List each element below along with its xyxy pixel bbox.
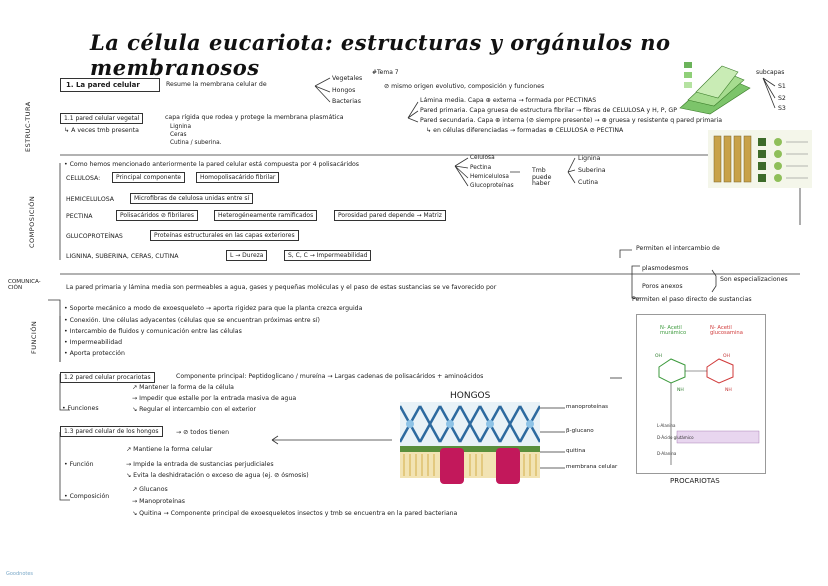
svg-text:L-Alanina: L-Alanina <box>657 423 676 428</box>
svg-text:NH: NH <box>725 387 732 393</box>
s2: S2 <box>778 95 786 102</box>
side-comunicacion: COMUNICA-CIÓN <box>8 279 41 291</box>
plasmodesmos: plasmodesmos <box>642 265 689 272</box>
extra-0: Lignina <box>578 155 601 162</box>
pared-mismo: ⊘ mismo origen evolutivo, composición y … <box>384 83 545 90</box>
hongos-lbl-1: β-glucano <box>566 428 594 434</box>
poli-2: Hemicelulosa <box>470 174 509 180</box>
funcion-item-3: • Impermeabilidad <box>64 339 123 346</box>
especializaciones: Son especializaciones <box>720 276 788 283</box>
funcion-item-1: • Conexión. Une células adyacentes (célu… <box>64 317 320 324</box>
svg-text:OH: OH <box>655 353 662 359</box>
row-hemicelulosa-name: HEMICELULOSA <box>66 196 114 203</box>
pared-group-1: Hongos <box>332 87 356 94</box>
row-gluco-box-0: Proteínas estructurales en las capas ext… <box>150 230 299 241</box>
composicion-intro: • Como hemos mencionado anteriormente la… <box>64 161 360 168</box>
presenta-2: Cutina / suberina. <box>170 140 222 146</box>
row-lignina-box-1: S, C, C → Impermeabilidad <box>284 250 372 261</box>
row-gluco-name: GLUCOPROTEÍNAS <box>66 233 123 240</box>
procariotas-funciones: • Funciones <box>62 405 99 412</box>
extra-1: Suberina <box>578 167 606 174</box>
comunicacion-bottom: Permiten el paso directo de sustancias <box>632 296 752 303</box>
extra-2: Cutina <box>578 179 599 186</box>
comunicacion-text: La pared primaria y lámina media son per… <box>66 284 497 291</box>
hongos-func-2: ↘ Evita la deshidratación o exceso de ag… <box>126 472 309 479</box>
hongos-func-0: ↗ Mantiene la forma celular <box>126 446 213 453</box>
svg-text:OH: OH <box>723 353 730 359</box>
poli-1: Pectina <box>470 165 492 171</box>
footer-brand: Goodnotes <box>6 571 34 577</box>
row-pectina-box-1: Heterogéneamente ramificados <box>214 210 318 221</box>
hongos-comp: • Composición <box>64 493 110 500</box>
row-pectina-box-2: Porosidad pared depende → Matriz <box>334 210 446 221</box>
pared-heading-box <box>60 78 160 92</box>
vegetal-label: 1.1 pared celular vegetal <box>60 113 144 124</box>
row-lignina-box-0: L → Dureza <box>226 250 268 261</box>
pared-primaria: Pared primaria. Capa gruesa de estructur… <box>420 107 677 114</box>
hongos-func-1: → Impide la entrada de sustancias perjud… <box>126 461 274 468</box>
row-celulosa-box-1: Homopolisacárido fibrilar <box>196 172 280 183</box>
s3: S3 <box>778 105 786 112</box>
hongos-funcion: • Función <box>64 461 94 468</box>
side-estructura: ESTRUC-TURA <box>24 101 32 152</box>
vegetal-desc: capa rígida que rodea y protege la membr… <box>165 114 344 121</box>
procariota-func-1: → Impedir que estalle por la entrada mas… <box>132 395 297 402</box>
hongos-comp-1: → Manoproteínas <box>132 498 186 505</box>
poli-3: Glucoproteínas <box>470 183 514 189</box>
row-hemicelulosa-box-0: Microfibras de celulosa unidas entre sí <box>130 193 254 204</box>
row-lignina-name: LIGNINA, SUBERINA, CERAS, CUTINA <box>66 253 179 260</box>
svg-text:D-Ácido glutámico: D-Ácido glutámico <box>657 435 694 440</box>
vegetal-vez: ↳ A veces tmb presenta <box>64 127 139 134</box>
presenta-0: Lignina <box>170 124 192 130</box>
hongos-label: 1.3 pared celular de los hongos <box>60 426 163 437</box>
row-pectina-name: PECTINA <box>66 213 93 220</box>
n-acetil-glucosamina: N- Acetil glucosamina <box>710 325 743 337</box>
pared-heading: 1. La pared celular <box>66 81 140 89</box>
procariota-func-2: ↘ Regular el intercambio con el exterior <box>132 406 257 413</box>
hongos-todos: → ⊘ todos tienen <box>176 429 230 436</box>
row-pectina-box-0: Polisacáridos ⊘ fibrilares <box>116 210 198 221</box>
hongos-comp-2: ↘ Quitina → Componente principal de exoe… <box>132 510 458 517</box>
tema-label: #Tema 7 <box>372 69 399 76</box>
procariotas-main: Componente principal: Peptidoglicano / m… <box>176 373 484 380</box>
funcion-item-4: • Aporta protección <box>64 350 125 357</box>
lamina-media: Lámina media. Capa ⊕ externa → formada p… <box>420 97 597 104</box>
fungal-wall-figure <box>398 402 542 486</box>
diferenciadas: ↳ en células diferenciadas → formadas ⊕ … <box>426 127 624 134</box>
hongos-lbl-2: quitina <box>566 448 586 454</box>
s1: S1 <box>778 83 786 90</box>
funcion-item-0: • Soporte mecánico a modo de exoesquelet… <box>64 305 363 312</box>
procariotas-caption: PROCARIOTAS <box>670 477 720 485</box>
funcion-item-2: • Intercambio de fluidos y comunicación … <box>64 328 242 335</box>
side-funcion: FUNCIÓN <box>30 320 38 354</box>
tissue-figure <box>708 130 812 188</box>
pared-group-2: Bacterias <box>332 98 361 105</box>
poros-anexos: Poros anexos <box>642 283 683 290</box>
row-celulosa-box-0: Principal componente <box>112 172 186 183</box>
presenta-1: Ceras <box>170 132 187 138</box>
pared-secundaria: Pared secundaria. Capa ⊕ interna (⊘ siem… <box>420 117 723 124</box>
n-acetil-muramico: N- Acetil murámico <box>660 325 687 337</box>
svg-text:NH: NH <box>677 387 684 393</box>
svg-text:D-Alanina: D-Alanina <box>657 451 677 456</box>
side-composicion: COMPOSICIÓN <box>28 195 36 248</box>
procariotas-label: 1.2 pared celular procariotas <box>60 372 155 383</box>
hongos-diagram-title: HONGOS <box>450 391 491 401</box>
hongos-lbl-3: membrana celular <box>566 464 618 470</box>
procariota-func-0: ↗ Mantener la forma de la célula <box>132 384 234 391</box>
pared-resume: Resume la membrana celular de <box>166 81 267 88</box>
hongos-lbl-0: manoproteínas <box>566 404 609 410</box>
subcapas-label: subcapas <box>756 69 785 76</box>
pared-group-0: Vegetales <box>332 75 363 82</box>
row-celulosa-name: CELULOSA: <box>66 175 101 182</box>
cell-wall-figure <box>670 58 758 116</box>
tmb-puede: Tmb puede haber <box>532 167 552 187</box>
comunicacion-top: Permiten el intercambio de <box>636 245 720 252</box>
hongos-comp-0: ↗ Glucanos <box>132 486 168 493</box>
poli-0: Celulosa <box>470 155 495 161</box>
page-title: La célula eucariota: estructuras y orgán… <box>90 30 671 80</box>
